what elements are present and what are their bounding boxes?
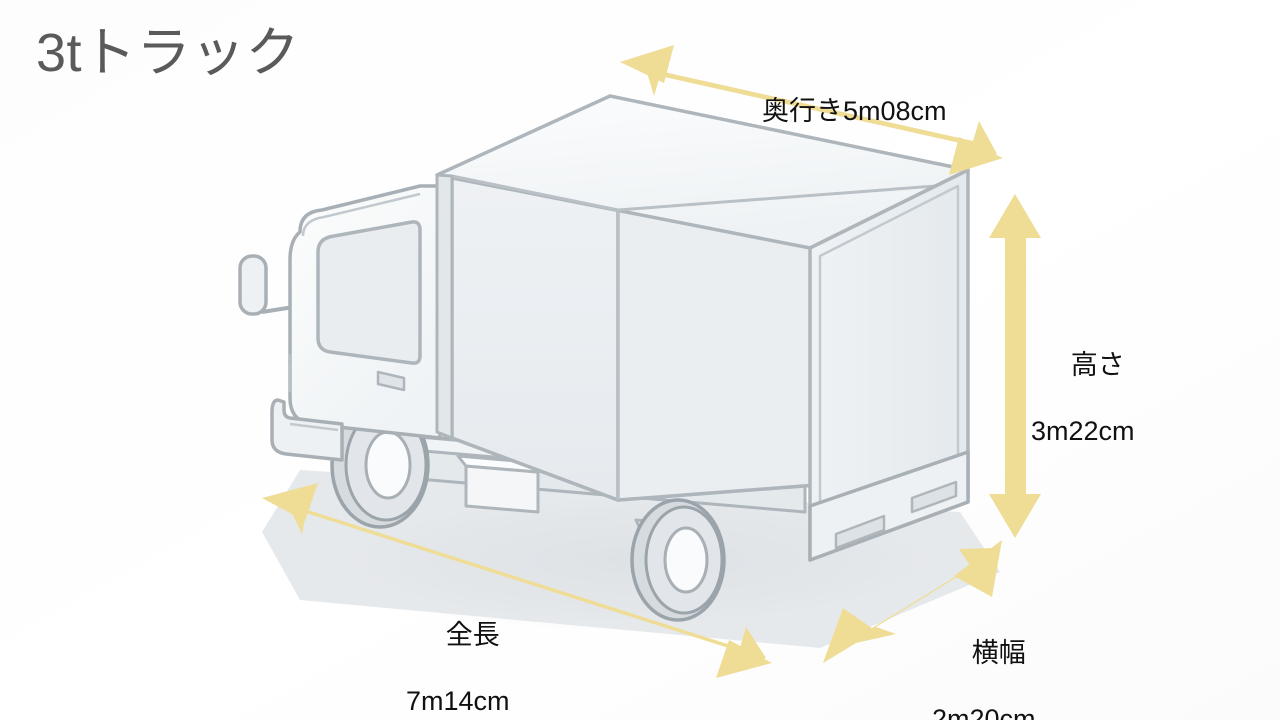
depth-value-text: 奥行き5m08cm [762, 95, 947, 126]
fuel-tank [456, 454, 540, 514]
depth-arrow-icon [620, 45, 1003, 175]
front-bumper [270, 398, 344, 462]
length-arrow-icon [262, 483, 772, 678]
tail-light-left [834, 514, 886, 550]
cargo-front-post [435, 173, 454, 440]
dimension-label-depth: 奥行き5m08cm [732, 62, 947, 161]
dimension-label-height: 高さ 3m22cm [1031, 316, 1135, 514]
width-term-text: 横幅 [971, 637, 1026, 668]
height-arrow-icon [989, 194, 1041, 538]
length-value-text: 7m14cm [406, 685, 510, 716]
dimension-label-width: 横幅 2m20cm [932, 604, 1036, 720]
length-term-text: 全長 [445, 619, 500, 650]
rear-bumper [808, 450, 970, 562]
tail-light-right [910, 480, 958, 514]
width-value-text: 2m20cm [932, 703, 1036, 720]
page-title: 3tトラック [36, 23, 301, 83]
height-term-text: 高さ [1070, 349, 1125, 380]
door-handle [376, 370, 406, 392]
height-value-text: 3m22cm [1031, 415, 1135, 446]
cargo-box [435, 94, 970, 562]
rear-wheel [630, 498, 726, 622]
width-arrow-icon [823, 540, 1002, 663]
front-wheel [330, 401, 430, 529]
windshield [316, 220, 422, 365]
dimension-label-length: 全長 7m14cm [406, 586, 510, 720]
side-mirror [238, 254, 268, 316]
cab [238, 184, 450, 462]
